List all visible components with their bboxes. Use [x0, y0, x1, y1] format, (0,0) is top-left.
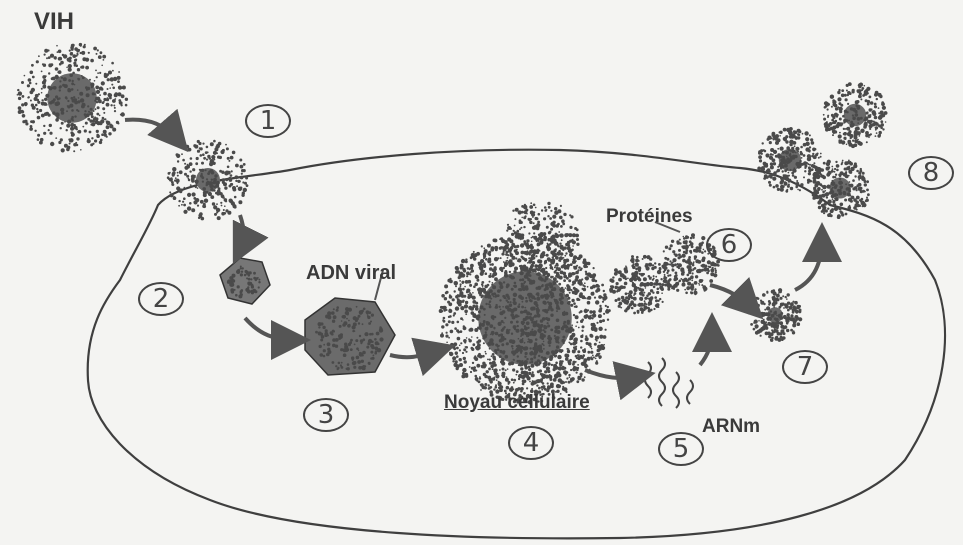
proteins-label: Protéines	[606, 206, 693, 228]
step-4: 4	[508, 426, 554, 460]
cell-nucleus	[439, 202, 611, 405]
arrow-3	[245, 318, 295, 340]
arrow-7	[710, 285, 752, 308]
mrna-label: ARNm	[702, 416, 760, 438]
assembling-virion	[747, 288, 802, 342]
viral-dna-label: ADN viral	[306, 262, 396, 285]
step-7: 7	[782, 350, 828, 384]
nucleus-label: Noyau cellulaire	[444, 392, 590, 414]
protein-clusters	[609, 233, 720, 314]
free-hiv-virion	[17, 43, 129, 153]
capsid-hexagon	[220, 258, 270, 304]
step-3: 3	[303, 398, 349, 432]
arrow-4	[390, 350, 440, 357]
viral-dna-hexagon	[305, 298, 395, 375]
arrow-6	[700, 328, 712, 365]
step-6: 6	[706, 228, 752, 262]
step-5: 5	[658, 432, 704, 466]
arrow-1	[125, 120, 178, 140]
virus-label: VIH	[34, 8, 74, 36]
arrow-2	[240, 215, 244, 250]
arrow-5	[585, 370, 640, 378]
step-8: 8	[908, 156, 954, 190]
step-1: 1	[245, 104, 291, 138]
mrna-strands	[645, 358, 693, 408]
virus-entering-cell	[167, 140, 249, 221]
step-2: 2	[138, 282, 184, 316]
arrow-8	[795, 238, 822, 290]
